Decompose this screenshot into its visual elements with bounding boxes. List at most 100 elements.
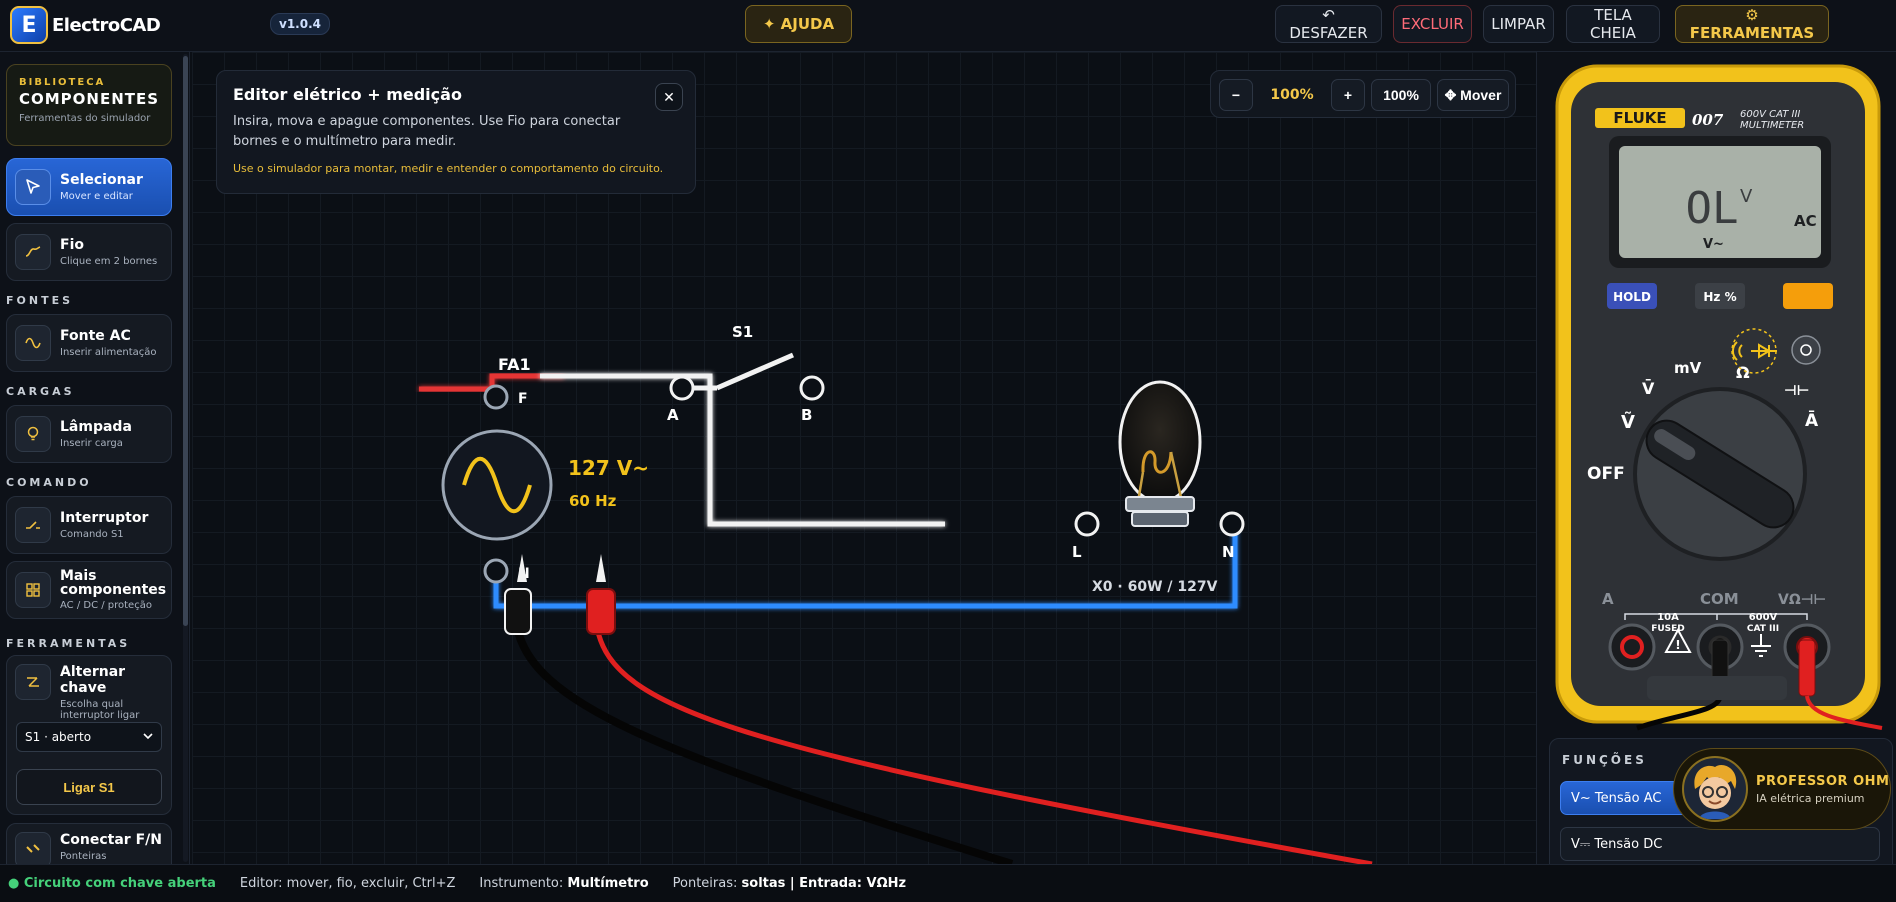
lamp-base-bottom xyxy=(1131,511,1189,527)
wire-phase xyxy=(419,373,564,392)
spec-line-2: MULTIMETER xyxy=(1740,120,1804,131)
tool-switch-label: Interruptor xyxy=(60,510,149,526)
app-logo[interactable]: E ElectroCAD xyxy=(10,6,161,44)
zoom-in-button[interactable]: + xyxy=(1331,79,1365,111)
function-dc-voltage[interactable]: V⎓ Tensão DC xyxy=(1560,827,1880,861)
display-unit: V xyxy=(1740,186,1753,207)
backlight-button xyxy=(1783,283,1833,309)
instrument-panel: FLUKE 007 600V CAT III MULTIMETER OL V A… xyxy=(1536,52,1896,878)
tool-ac-source-label: Fonte AC xyxy=(60,328,131,344)
jack-com-label: COM xyxy=(1700,590,1739,608)
ground-icon xyxy=(1751,634,1771,657)
lcd-display xyxy=(1619,146,1821,258)
status-bar: ● Circuito com chave aberta Editor: move… xyxy=(0,864,1896,902)
section-ferramentas: FERRAMENTAS xyxy=(6,637,131,650)
library-title: COMPONENTES xyxy=(19,90,160,108)
toggle-sub: Escolha qual interruptor ligar xyxy=(60,699,140,721)
grid-icon xyxy=(15,572,51,608)
probes-value: soltas | Entrada: VΩHz xyxy=(741,876,907,891)
tool-wire[interactable]: Fio Clique em 2 bornes xyxy=(6,223,172,281)
tool-switch-sub: Comando S1 xyxy=(60,529,124,540)
circuit-status: ● Circuito com chave aberta xyxy=(8,876,216,891)
tool-ac-source[interactable]: Fonte AC Inserir alimentação xyxy=(6,314,172,372)
section-cargas: CARGAS xyxy=(6,385,75,398)
switch-label-b: B xyxy=(801,406,812,424)
bulb-icon xyxy=(15,416,51,452)
library-subtitle: Ferramentas do simulador xyxy=(19,113,151,124)
source-voltage: 127 V~ xyxy=(568,456,649,480)
top-bar: E ElectroCAD v1.0.4 ✦ AJUDA ↶ DESFAZER E… xyxy=(0,0,1896,52)
section-fontes: FONTES xyxy=(6,294,74,307)
chevron-down-icon xyxy=(143,730,153,744)
info-card: Editor elétrico + medição Insira, mova e… xyxy=(216,70,696,194)
sun-icon xyxy=(1791,335,1821,365)
toggle-switch-card: Alternar chave Escolha qual interruptor … xyxy=(6,655,172,815)
diode-icon xyxy=(1751,343,1777,359)
brand-logo: FLUKE xyxy=(1613,109,1666,127)
fused-line-2: FUSED xyxy=(1651,624,1685,634)
source-label-f: F xyxy=(518,391,528,407)
instrument-value: Multímetro xyxy=(567,876,649,891)
source-terminal-n xyxy=(483,558,509,584)
editor-hint: Editor: mover, fio, excluir, Ctrl+Z xyxy=(239,876,456,891)
clear-button[interactable]: LIMPAR xyxy=(1483,5,1554,43)
display-sub: V~ xyxy=(1703,237,1724,252)
help-button[interactable]: ✦ AJUDA xyxy=(745,5,852,43)
lamp-terminal-n xyxy=(1219,511,1245,537)
functions-label: FUNÇÕES xyxy=(1562,753,1647,767)
info-text: Insira, mova e apague componentes. Use F… xyxy=(233,114,621,149)
lamp-rating: X0 · 60W / 127V xyxy=(1092,579,1218,595)
tool-more-components[interactable]: Mais componentes AC / DC / proteção xyxy=(6,561,172,619)
black-probe xyxy=(504,588,532,635)
circuit-canvas[interactable]: Editor elétrico + medição Insira, mova e… xyxy=(192,52,1536,864)
professor-ohm-badge[interactable]: PROFESSOR OHM IA elétrica premium xyxy=(1673,748,1891,830)
jack-a-label: A xyxy=(1602,590,1614,608)
circuit-diagram[interactable]: FA1 F 127 V~ 60 Hz N S1 A B L xyxy=(192,52,1536,864)
dial-ohm: Ω xyxy=(1736,363,1750,382)
instrument-label: Instrumento: xyxy=(479,876,564,891)
red-probe-lead xyxy=(594,626,1373,864)
close-icon[interactable]: ✕ xyxy=(655,83,683,111)
zoom-toolbar: − 100% + 100% ✥ Mover xyxy=(1210,70,1516,118)
tools-button[interactable]: ⚙ FERRAMENTAS xyxy=(1675,5,1829,43)
move-mode-button[interactable]: ✥ Mover xyxy=(1437,79,1509,111)
dial-cap: ⊣⊢ xyxy=(1784,383,1810,399)
black-probe-tip xyxy=(517,554,527,582)
sine-wave-icon xyxy=(15,325,51,361)
undo-button[interactable]: ↶ DESFAZER xyxy=(1275,5,1382,43)
professor-avatar xyxy=(1682,756,1748,822)
tool-select[interactable]: Selecionar Mover e editar xyxy=(6,158,172,216)
dial-vdc: V̄ xyxy=(1642,378,1655,398)
delete-button[interactable]: EXCLUIR xyxy=(1393,5,1472,43)
app-name: ElectroCAD xyxy=(52,14,161,36)
switch-label-a: A xyxy=(667,406,679,424)
info-title: Editor elétrico + medição xyxy=(233,85,462,104)
tool-lamp-label: Lâmpada xyxy=(60,419,132,435)
zoom-reset-button[interactable]: 100% xyxy=(1371,79,1431,111)
tool-lamp[interactable]: Lâmpada Inserir carga xyxy=(6,405,172,463)
connect-sub: Ponteiras xyxy=(60,851,107,862)
toggle-label: Alternar chave xyxy=(60,664,126,696)
turn-on-switch-button[interactable]: Ligar S1 xyxy=(16,769,162,805)
continuity-icon xyxy=(1731,341,1743,361)
tool-switch[interactable]: Interruptor Comando S1 xyxy=(6,496,172,554)
section-comando: COMANDO xyxy=(6,476,92,489)
switch-terminal-b xyxy=(799,375,825,401)
fullscreen-button[interactable]: TELA CHEIA xyxy=(1566,5,1660,43)
tool-ac-source-sub: Inserir alimentação xyxy=(60,347,157,358)
multimeter[interactable]: FLUKE 007 600V CAT III MULTIMETER OL V A… xyxy=(1537,52,1896,732)
probes-icon xyxy=(15,832,51,868)
switch-select[interactable]: S1 · aberto xyxy=(16,722,162,752)
tool-select-label: Selecionar xyxy=(60,172,143,188)
professor-subtitle: IA elétrica premium xyxy=(1756,791,1865,805)
spec-line-1: 600V CAT III xyxy=(1740,109,1800,120)
cat-line-2: CAT III xyxy=(1747,624,1779,634)
tool-wire-label: Fio xyxy=(60,237,84,253)
zoom-out-button[interactable]: − xyxy=(1219,79,1253,111)
source-terminal-f xyxy=(483,384,509,410)
black-probe-lead xyxy=(513,626,1014,864)
sidebar-scroll-thumb[interactable] xyxy=(183,56,188,626)
info-tip: Use o simulador para montar, medir e ent… xyxy=(233,162,664,175)
svg-text:!: ! xyxy=(1675,638,1680,652)
